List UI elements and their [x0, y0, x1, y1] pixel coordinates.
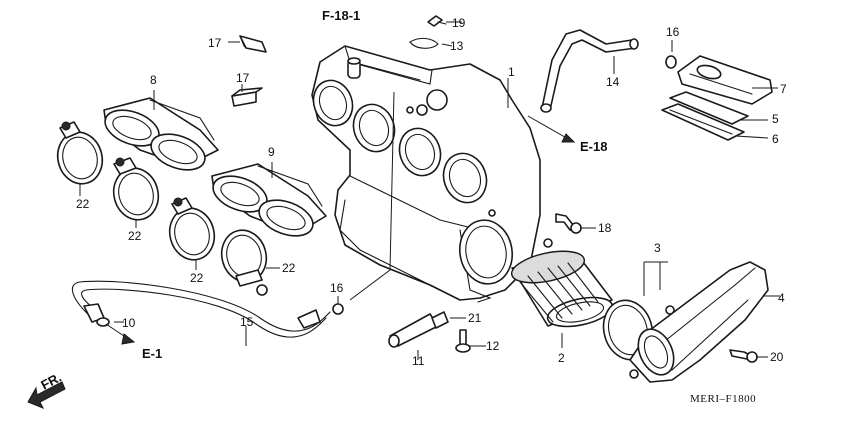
- bolt-20: [729, 349, 758, 363]
- callout-7: 7: [780, 82, 787, 96]
- bolt-12: [455, 329, 471, 353]
- callout-5: 5: [772, 112, 779, 126]
- callout-21: 21: [468, 311, 482, 325]
- callout-11: 11: [412, 354, 425, 368]
- clip-13: [409, 37, 439, 49]
- callout-16-upper: 16: [666, 25, 680, 39]
- clip-16-lower: [332, 303, 344, 315]
- callout-15: 15: [240, 315, 254, 329]
- callout-8: 8: [150, 73, 157, 87]
- callout-14: 14: [606, 75, 620, 89]
- callout-20: 20: [770, 350, 784, 364]
- callout-18: 18: [598, 221, 612, 235]
- callout-16-lower: 16: [330, 281, 344, 295]
- e18-arrow: [527, 115, 576, 143]
- breather-hose-upper: [540, 29, 639, 113]
- hose-band-22c: [168, 197, 216, 261]
- callout-1: 1: [508, 65, 515, 79]
- diagram-code: MERI–F1800: [690, 393, 756, 405]
- drain-tube-15: [71, 280, 331, 338]
- callout-6: 6: [772, 132, 779, 146]
- reference-e18: E-18: [580, 139, 607, 154]
- callout-3: 3: [654, 241, 661, 255]
- lid-plate: [669, 91, 749, 125]
- carburetor-insulator-9: [211, 163, 327, 237]
- clip-21: [431, 311, 449, 329]
- callout-13: 13: [450, 39, 464, 53]
- hose-band-22d: [220, 229, 268, 296]
- air-cleaner-housing: [311, 45, 553, 303]
- resonator-lid: [665, 55, 773, 105]
- lid-seal: [661, 103, 745, 141]
- callout-17-lower: 17: [236, 71, 250, 85]
- leader-lines: [79, 21, 780, 360]
- callout-2: 2: [558, 351, 565, 365]
- callout-9: 9: [268, 145, 275, 159]
- cushion-17-lower: [231, 87, 263, 107]
- screw-19: [427, 15, 447, 27]
- e1-arrow: [105, 323, 136, 345]
- callout-22a: 22: [76, 197, 90, 211]
- bolt-18: [555, 213, 582, 234]
- callout-10: 10: [122, 316, 136, 330]
- callout-19: 19: [452, 16, 466, 30]
- reference-e1: E-1: [142, 346, 162, 361]
- callout-4: 4: [778, 291, 785, 305]
- reference-f18-1: F-18-1: [322, 8, 360, 23]
- hose-band-22b: [112, 157, 160, 221]
- air-filter-element: [510, 250, 614, 328]
- drain-plug-11: [388, 313, 439, 348]
- callout-22b: 22: [128, 229, 142, 243]
- callout-17-upper: 17: [208, 36, 222, 50]
- callout-22c: 22: [190, 271, 204, 285]
- air-duct-cover: [629, 261, 769, 383]
- callout-labels: 1 2 3 4 5 6 7 8 9 10 11 12 13 14 15 16 1…: [76, 16, 787, 368]
- fr-arrow: [27, 381, 66, 409]
- callout-12: 12: [486, 339, 500, 353]
- cushion-17-upper: [239, 35, 267, 53]
- hose-band-22a: [56, 121, 104, 185]
- callout-22d: 22: [282, 261, 296, 275]
- carburetor-insulator-8: [103, 97, 219, 171]
